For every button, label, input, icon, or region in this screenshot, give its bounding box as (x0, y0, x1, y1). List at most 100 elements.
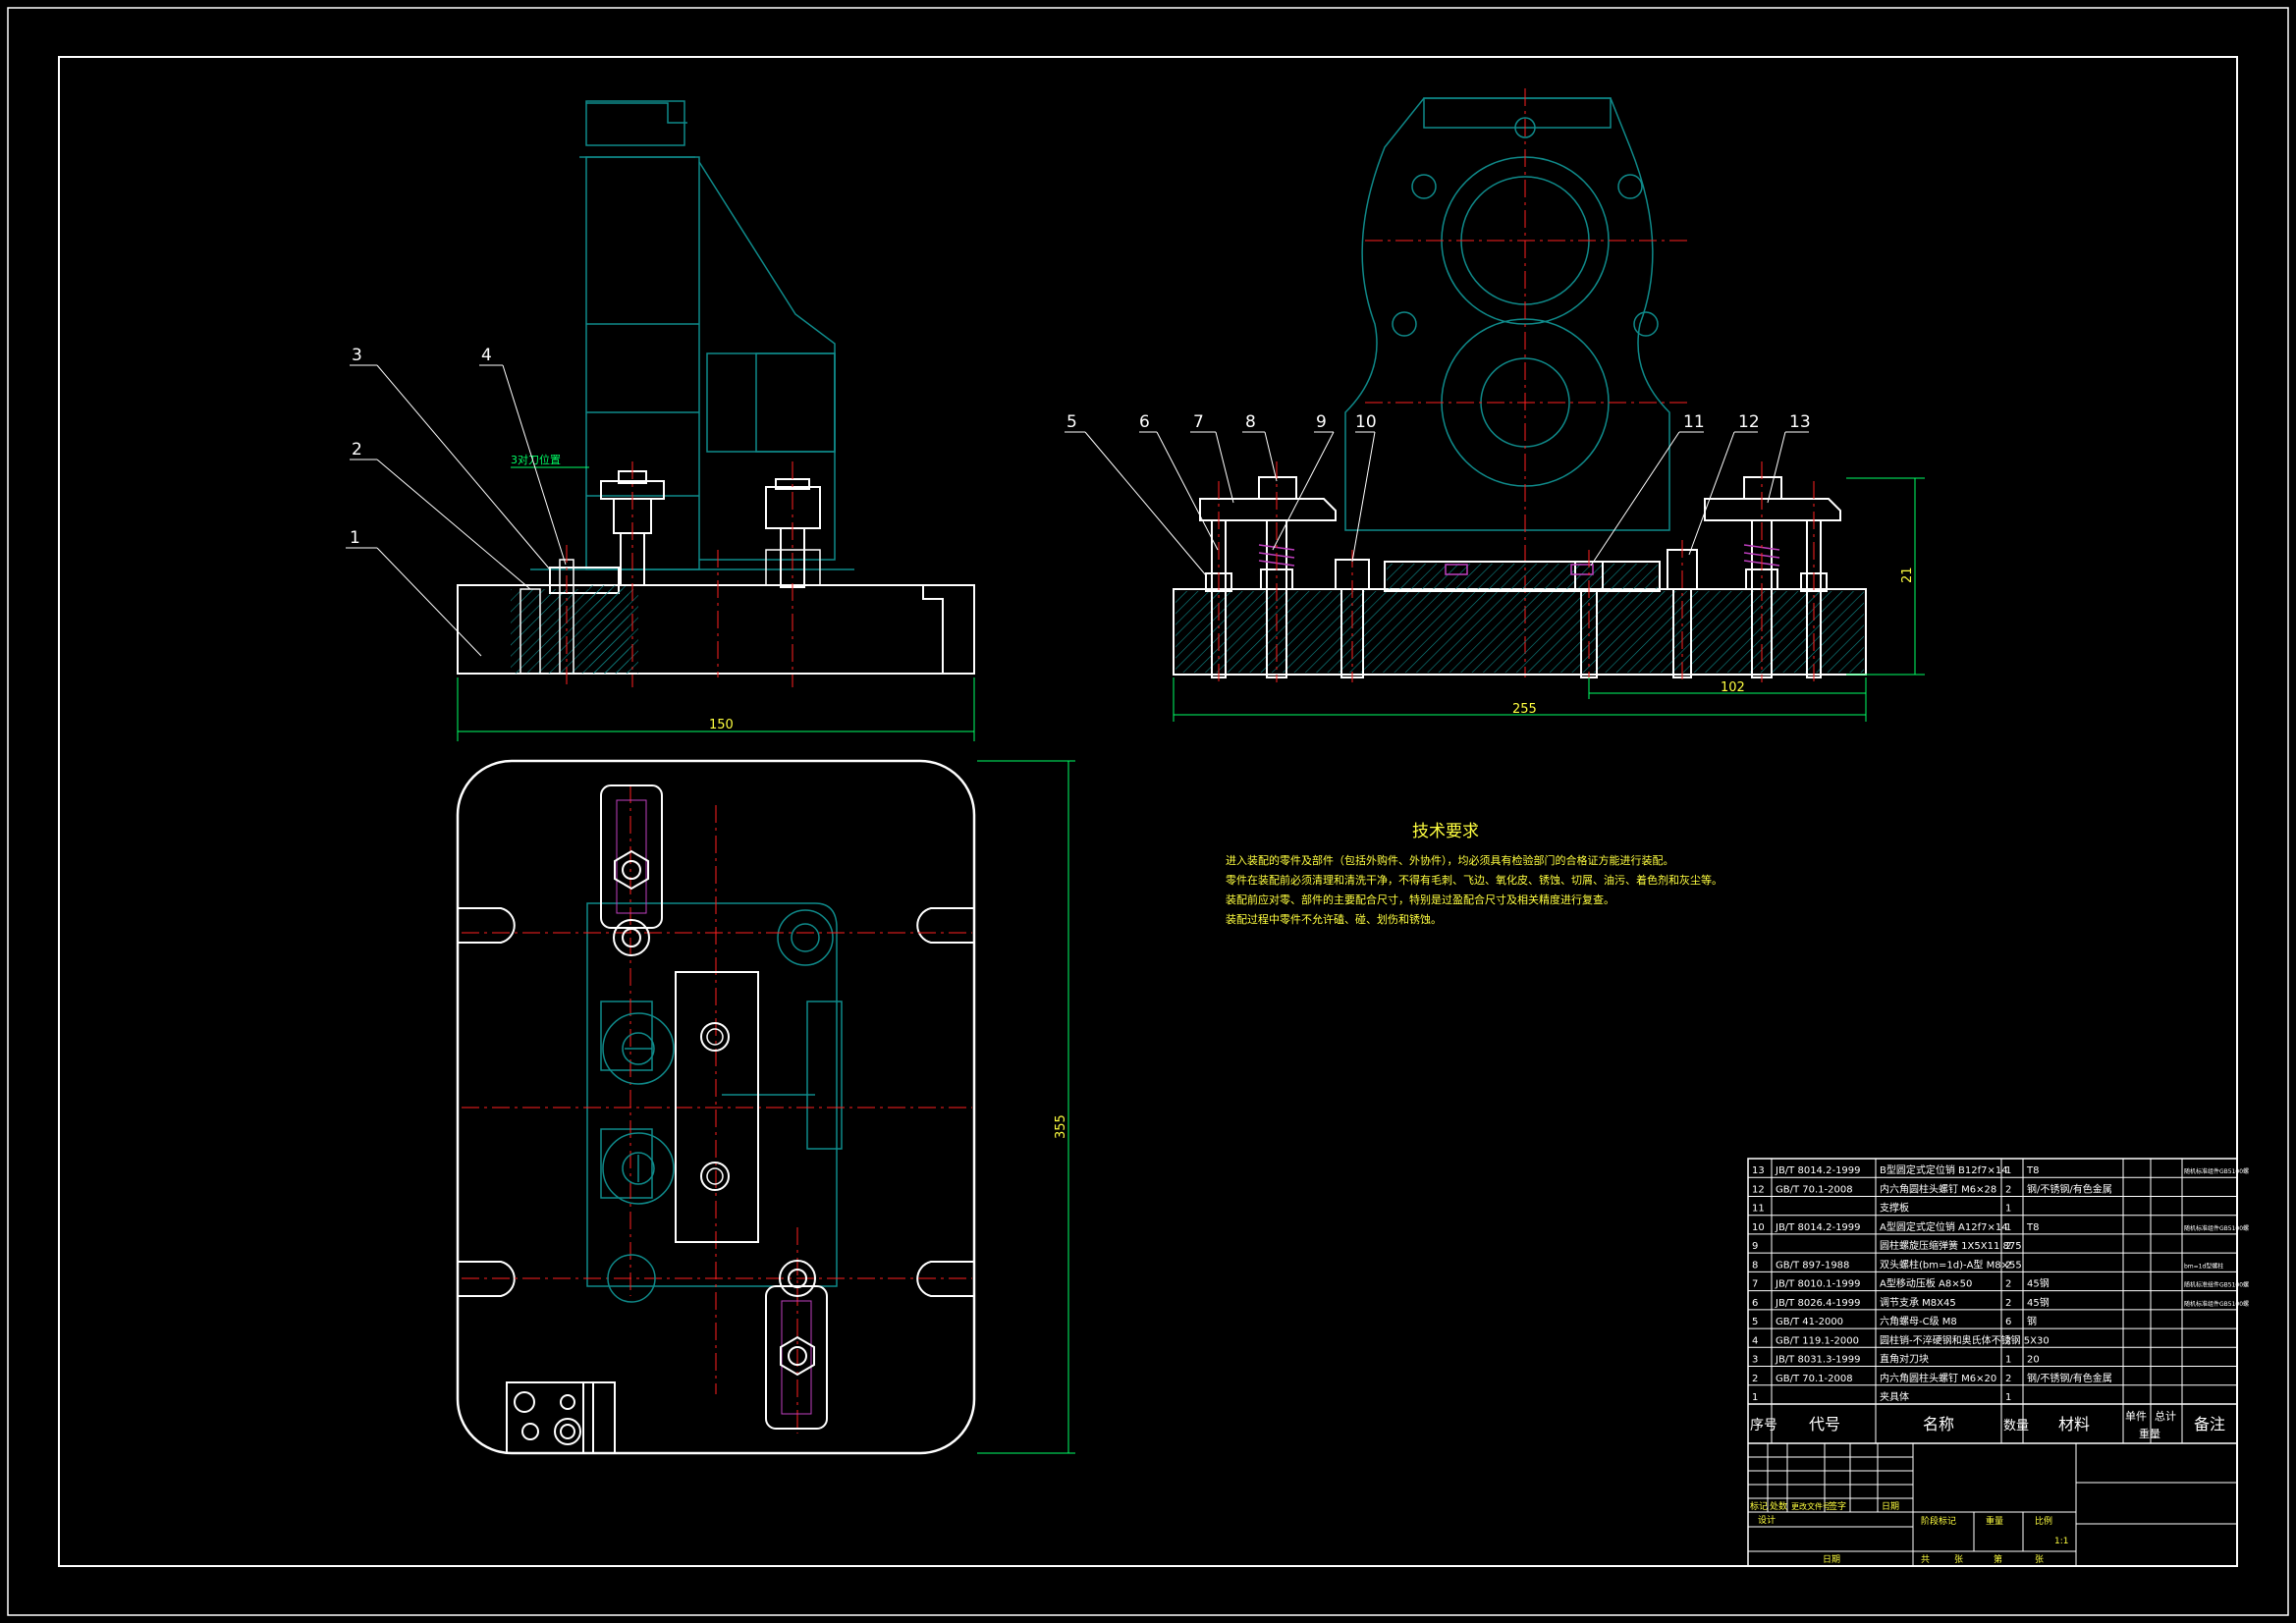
balloon-side-9: 9 (1316, 412, 1327, 432)
side-view: 255 102 21 5 6 7 8 9 10 11 12 13 (1065, 88, 1925, 722)
design-label: 设计 (1758, 1514, 1776, 1526)
bom-cell-code: JB/T 8014.2-1999 (1775, 1222, 1861, 1233)
tech-req-line-4: 装配过程中零件不允许磕、碰、划伤和锈蚀。 (1226, 912, 1442, 926)
bom-cell-material: T8 (2026, 1222, 2039, 1233)
bom-cell-qty: 2 (2005, 1374, 2011, 1384)
stage-label-scale: 比例 (2035, 1515, 2052, 1527)
balloon-front-3: 3 (352, 346, 362, 365)
bom-cell-code: JB/T 8010.1-1999 (1775, 1279, 1861, 1290)
bom-cell-note: 随机标准组件GB5100螺 (2184, 1300, 2249, 1308)
bom-cell-no: 1 (1752, 1392, 1758, 1403)
front-view: 150 3对刀位置 3 4 2 1 (346, 100, 975, 741)
balloon-side-6: 6 (1139, 412, 1150, 432)
bom-header-code: 代号 (1809, 1415, 1840, 1434)
dim-side-height: 21 (1900, 567, 1915, 583)
sheet-no-label: 第 (1994, 1553, 2002, 1565)
bom-cell-qty: 6 (2005, 1317, 2011, 1327)
bom-cell-name: 支撑板 (1880, 1202, 1909, 1215)
tech-requirements: 技术要求 进入装配的零件及部件（包括外购件、外协件），均必须具有检验部门的合格证… (1226, 822, 1722, 926)
scale-value: 1:1 (2054, 1537, 2068, 1546)
bom-cell-note: 随机标准组件GB5100螺 (2184, 1167, 2249, 1175)
bom-cell-no: 4 (1752, 1335, 1758, 1346)
dim-side-width: 255 (1512, 702, 1537, 717)
bom-cell-no: 5 (1752, 1317, 1758, 1327)
bom-cell-qty: 2 (2005, 1298, 2011, 1309)
bom-cell-code: GB/T 70.1-2008 (1776, 1184, 1853, 1195)
bom-cell-name: 调节支承 M8X45 (1880, 1297, 1956, 1309)
bom-cell-qty: 1 (2005, 1204, 2011, 1215)
bom-cell-qty: 1 (2005, 1355, 2011, 1366)
bom-cell-note: 随机标准组件GB5100螺 (2184, 1281, 2249, 1289)
drawing-frame (7, 7, 2289, 1616)
bom-cell-name: 双头螺柱(bm=1d)-A型 M8×55 (1880, 1258, 2022, 1271)
bom-cell-note: 随机标准组件GB5100螺 (2184, 1224, 2249, 1232)
bom-cell-code: GB/T 41-2000 (1776, 1317, 1843, 1327)
bom-cell-no: 3 (1752, 1355, 1758, 1366)
bom-cell-no: 7 (1752, 1279, 1758, 1290)
bom-cell-code: GB/T 897-1988 (1776, 1260, 1849, 1271)
bom-header-no: 序号 (1750, 1418, 1777, 1434)
bom-cell-qty: 2 (2005, 1335, 2011, 1346)
sign-label-sign: 签字 (1829, 1500, 1846, 1512)
tech-req-line-2: 零件在装配前必须清理和清洗干净，不得有毛刺、飞边、氧化皮、锈蚀、切屑、油污、着色… (1226, 873, 1722, 887)
dim-plan-height: 355 (1054, 1114, 1068, 1139)
sheet-unit-label-1: 张 (1954, 1554, 1963, 1565)
balloon-front-2: 2 (352, 440, 362, 460)
bom-cell-qty: 1 (2005, 1392, 2011, 1403)
bom-cell-name: 圆柱螺旋压缩弹簧 1X5X11.875 (1880, 1239, 2022, 1252)
bom-cell-no: 9 (1752, 1241, 1758, 1252)
sign-label-count: 处数 (1770, 1500, 1787, 1512)
balloon-front-1: 1 (350, 528, 360, 548)
bom-cell-name: 内六角圆柱头螺钉 M6×28 (1880, 1182, 1996, 1195)
bom-cell-qty: 2 (2005, 1279, 2011, 1290)
dim-front-width: 150 (709, 718, 734, 732)
bom-cell-code: JB/T 8031.3-1999 (1775, 1355, 1861, 1366)
bom-cell-material: 45钢 (2027, 1277, 2050, 1290)
bom-cell-code: GB/T 119.1-2000 (1776, 1335, 1859, 1346)
bom-cell-material: 钢/不锈钢/有色金属 (2027, 1182, 2112, 1195)
bom-cell-name: 圆柱销-不淬硬钢和奥氏体不锈钢 5X30 (1880, 1333, 2050, 1346)
balloon-side-8: 8 (1245, 412, 1256, 432)
bom-header-name: 名称 (1923, 1415, 1954, 1434)
approve-date-label: 日期 (1823, 1554, 1840, 1565)
tech-req-line-3: 装配前应对零、部件的主要配合尺寸，特别是过盈配合尺寸及相关精度进行复查。 (1226, 893, 1614, 906)
bom-cell-no: 12 (1752, 1184, 1765, 1195)
bom-header-unit: 单件 (2125, 1410, 2147, 1423)
bom-cell-material: 钢/不锈钢/有色金属 (2027, 1372, 2112, 1384)
bom-header-total: 总计 (2155, 1409, 2176, 1423)
bom-cell-name: 内六角圆柱头螺钉 M6×20 (1880, 1372, 1996, 1384)
plan-view: 355 (456, 759, 1075, 1455)
bom-cell-name: B型圆定式定位销 B12f7×14 (1880, 1163, 2008, 1176)
stage-label-weight: 重量 (1986, 1515, 2003, 1527)
sign-label-mark: 标记 (1750, 1500, 1768, 1512)
sheet-unit-label-2: 张 (2035, 1554, 2044, 1565)
bom-cell-material: 45钢 (2027, 1296, 2050, 1309)
bom-cell-code: JB/T 8014.2-1999 (1775, 1165, 1861, 1176)
bom-cell-no: 8 (1752, 1260, 1758, 1271)
bom-cell-no: 13 (1752, 1165, 1765, 1176)
tool-setting-label: 3对刀位置 (511, 453, 561, 466)
balloon-side-5: 5 (1066, 412, 1077, 432)
bom-cell-name: A型移动压板 A8×50 (1880, 1277, 1972, 1290)
tech-req-title: 技术要求 (1412, 822, 1479, 841)
sign-label-file: 更改文件号 (1791, 1501, 1831, 1511)
bom-header-qty: 数量 (2003, 1419, 2029, 1434)
bom-cell-qty: 2 (2005, 1184, 2011, 1195)
bom-cell-name: 六角螺母-C级 M8 (1880, 1316, 1957, 1327)
bom-cell-qty: 1 (2005, 1165, 2011, 1176)
bom-cell-no: 2 (1752, 1374, 1758, 1384)
bom-cell-material: T8 (2026, 1165, 2039, 1176)
balloon-side-7: 7 (1193, 412, 1204, 432)
dim-side-inner: 102 (1721, 680, 1745, 695)
bom-cell-code: JB/T 8026.4-1999 (1775, 1298, 1861, 1309)
bom-cell-qty: 1 (2005, 1222, 2011, 1233)
bom-cell-name: 直角对刀块 (1880, 1353, 1929, 1366)
balloon-side-12: 12 (1738, 412, 1760, 432)
bom-cell-name: 夹具体 (1880, 1390, 1909, 1403)
bom-cell-qty: 2 (2005, 1260, 2011, 1271)
stage-label-mark: 阶段标记 (1921, 1515, 1956, 1527)
bom-cell-no: 6 (1752, 1298, 1758, 1309)
bom-cell-qty: 2 (2005, 1241, 2011, 1252)
bom-cell-material: 钢 (2027, 1315, 2037, 1327)
